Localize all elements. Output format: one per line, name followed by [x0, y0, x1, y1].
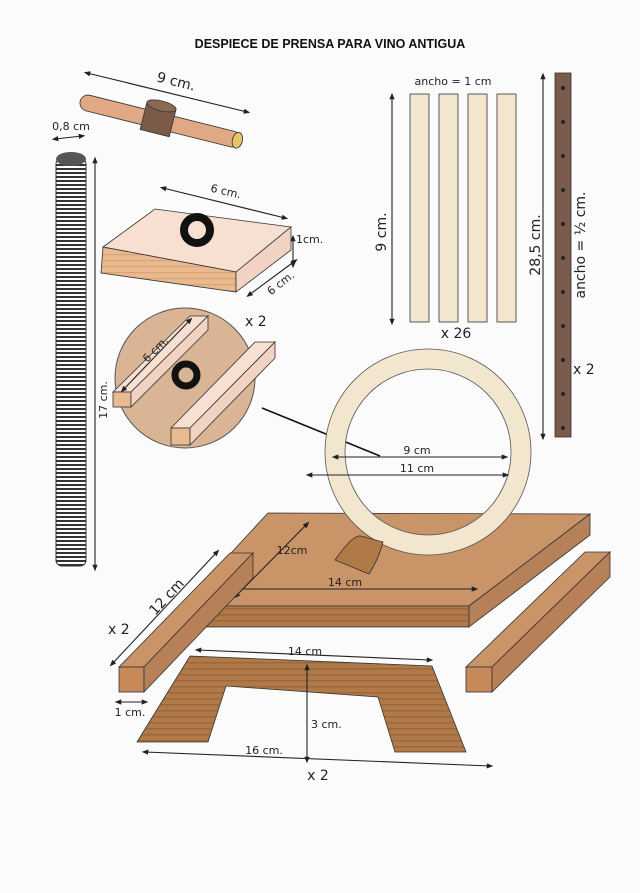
detail-magnifier: 6 cm. x 2	[112, 307, 381, 457]
slat-quantity-label: x 26	[441, 326, 472, 342]
detail-quantity-label: x 2	[245, 314, 267, 330]
ring-inner-diameter-label: 9 cm	[403, 444, 430, 457]
slat-width-label: ancho = 1 cm	[415, 75, 492, 88]
rail-width-label: 1 cm.	[115, 706, 146, 719]
upright-part: 28,5 cm. ancho = ½ cm. x 2	[528, 72, 595, 441]
base-board-part: 12cm 14 cm	[181, 512, 592, 628]
upright-width-label: ancho = ½ cm.	[573, 191, 589, 298]
leg-quantity-label: x 2	[307, 768, 329, 784]
leg-top-width-label: 14 cm	[288, 645, 322, 658]
upright-height-label: 28,5 cm.	[528, 214, 544, 275]
block-depth-label: 6 cm.	[265, 269, 297, 298]
slats-part: ancho = 1 cm 9 cm. x 26	[374, 75, 517, 342]
block-height-label: 1cm.	[296, 233, 323, 246]
screw-height-label: 17 cm.	[97, 381, 110, 419]
slat-height-label: 9 cm.	[374, 212, 390, 251]
board-depth-label: 12cm	[277, 544, 308, 557]
ring-outer-diameter-label: 11 cm	[400, 462, 434, 475]
leg-part: 14 cm 3 cm. 16 cm. x 2	[136, 645, 494, 784]
ring-part: 9 cm 11 cm	[305, 348, 532, 575]
threaded-screw-part: 0,8 cm 17 cm.	[51, 120, 110, 572]
screw-diameter-label: 0,8 cm	[52, 120, 90, 133]
page-title: DESPIECE DE PRENSA PARA VINO ANTIGUA	[195, 37, 466, 51]
rail-quantity-label: x 2	[108, 622, 130, 638]
press-block-part: 6 cm. 1cm. 6 cm.	[100, 182, 323, 298]
board-width-label: 14 cm	[328, 576, 362, 589]
leg-bottom-width-label: 16 cm.	[245, 744, 283, 757]
block-width-label: 6 cm.	[209, 182, 242, 202]
side-rails-part: 12 cm x 2 1 cm.	[108, 549, 611, 719]
leg-height-label: 3 cm.	[311, 718, 342, 731]
handle-part: 9 cm.	[79, 70, 251, 149]
upright-quantity-label: x 2	[573, 362, 595, 378]
